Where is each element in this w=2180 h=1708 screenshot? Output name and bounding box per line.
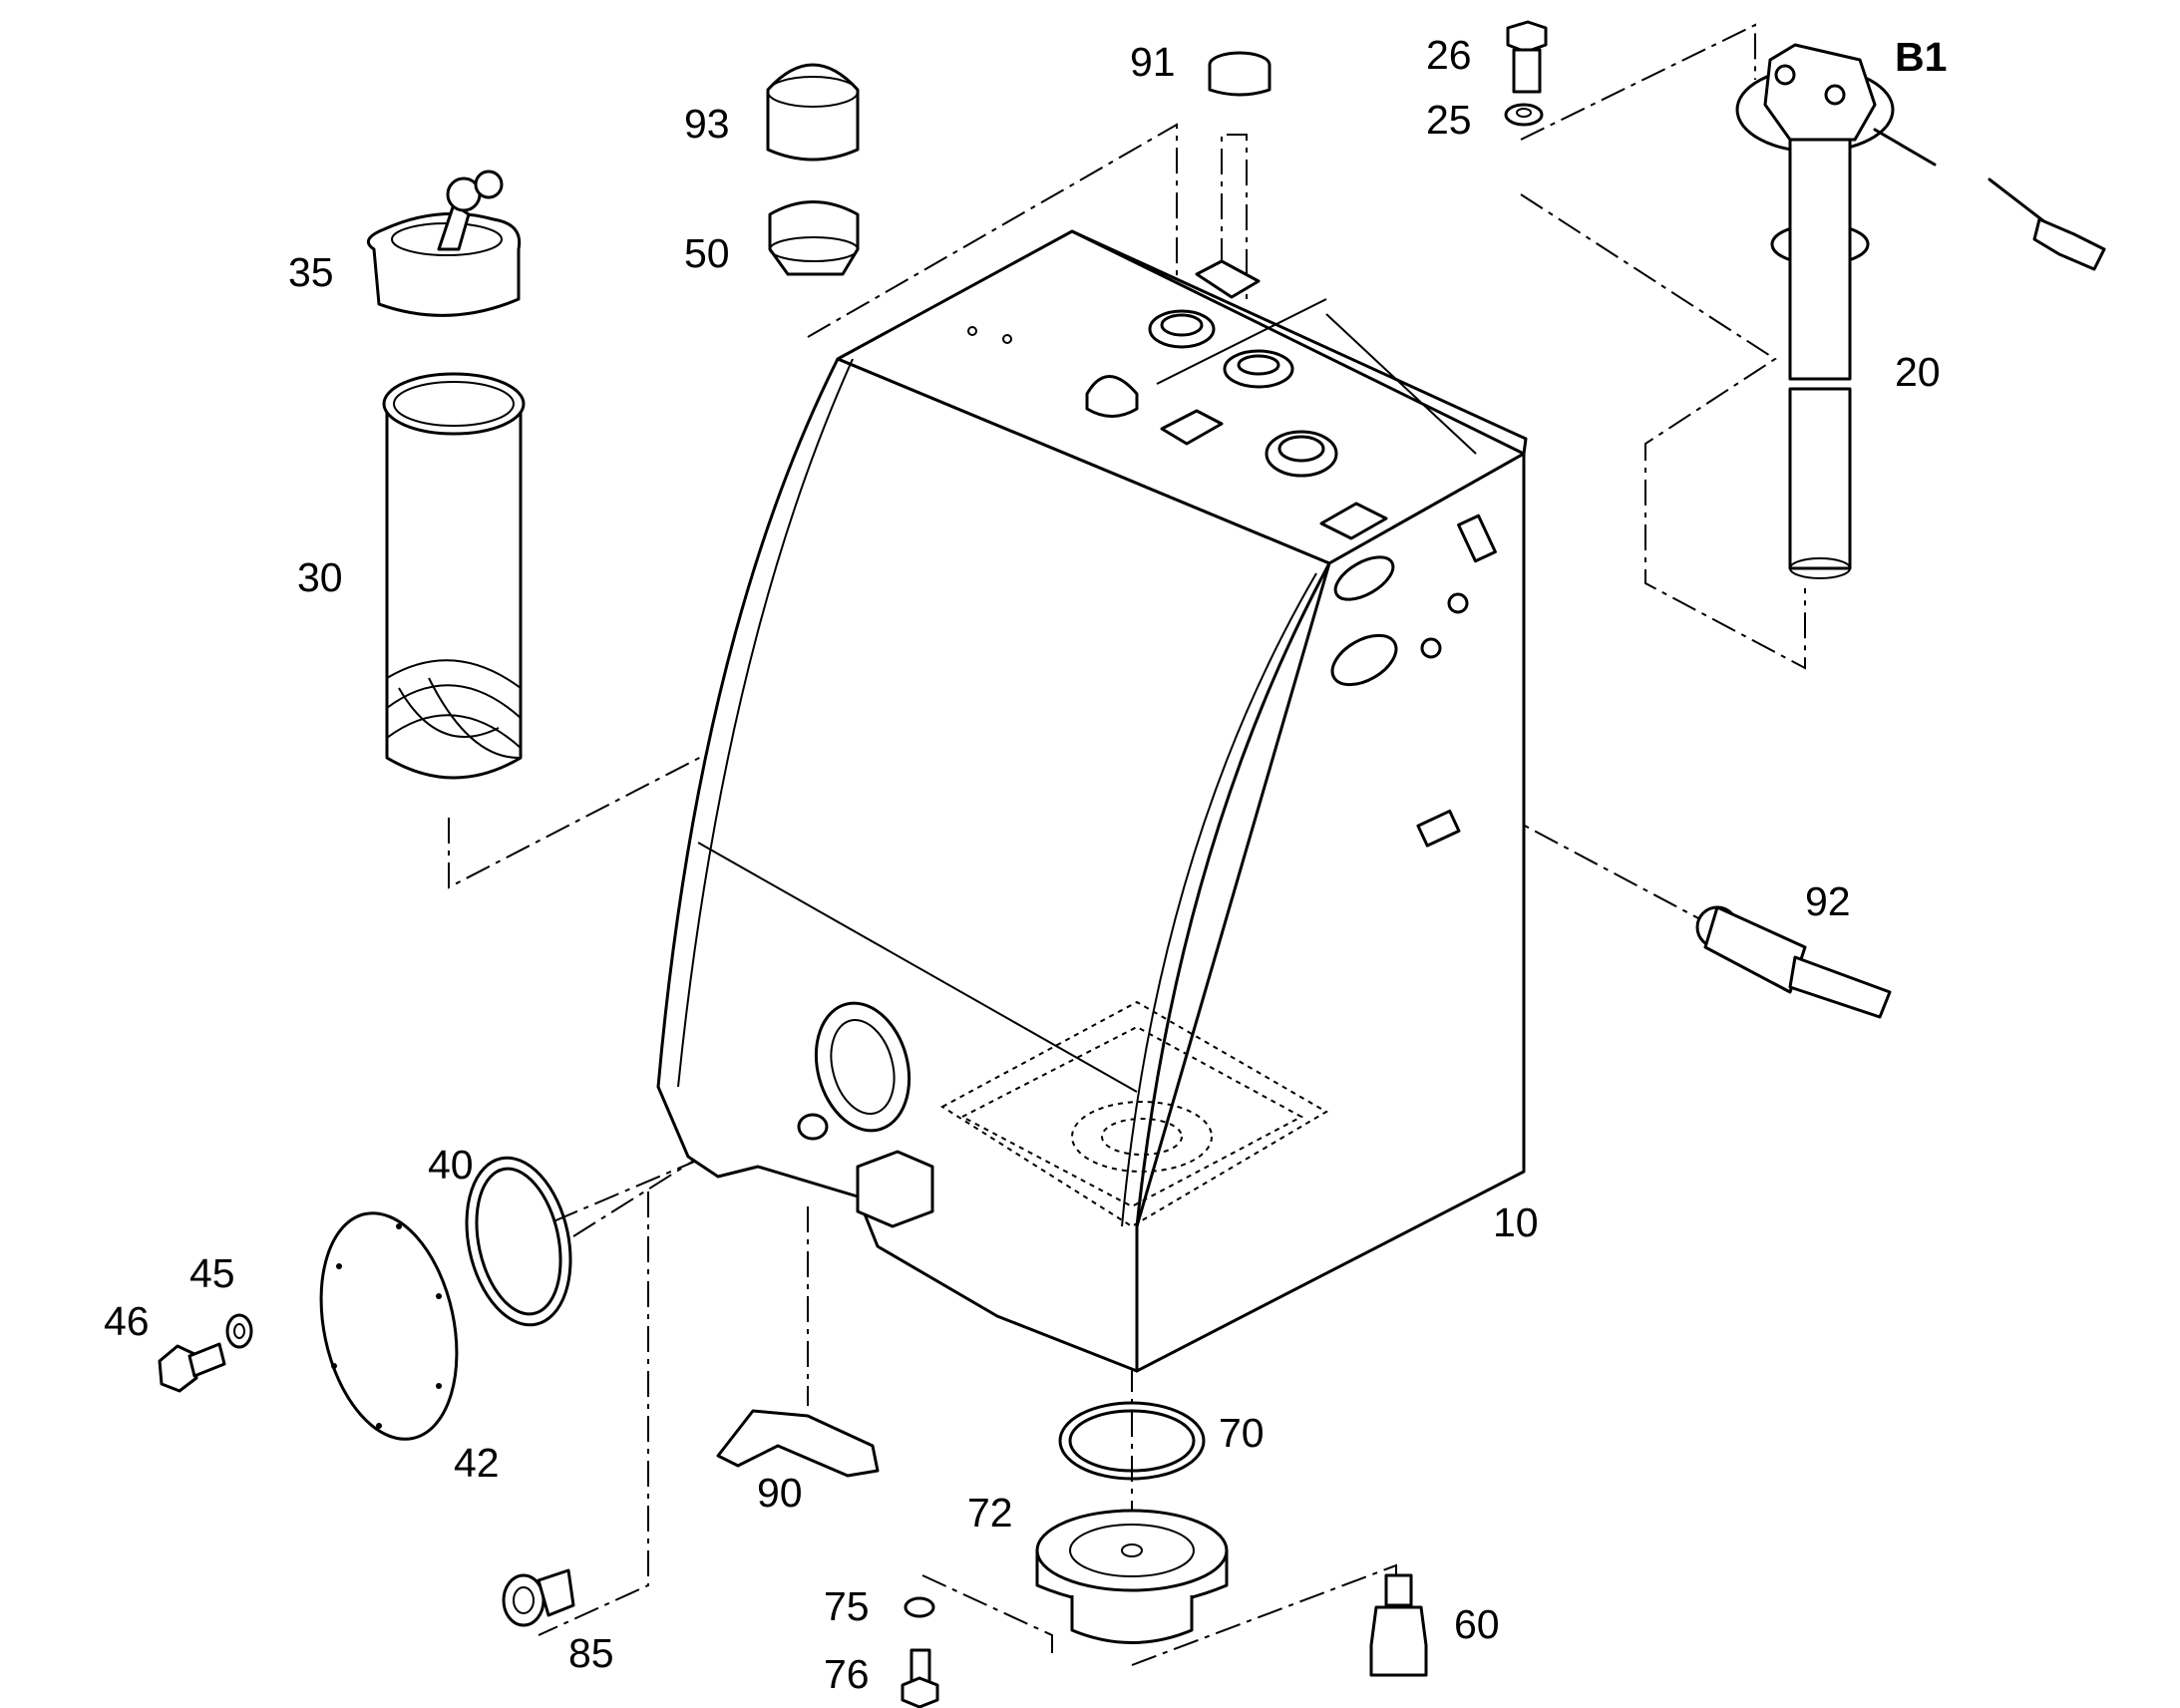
fuel-tank-body <box>656 229 1528 1373</box>
callout-72: 72 <box>967 1490 1013 1536</box>
part-91-cap <box>1208 51 1272 97</box>
part-50-plug <box>768 200 860 276</box>
part-85-drain-plug <box>502 1568 575 1627</box>
callout-20: 20 <box>1895 349 1941 395</box>
part-25-washer <box>1504 103 1544 127</box>
callout-30: 30 <box>297 554 343 600</box>
callout-70: 70 <box>1219 1410 1265 1456</box>
part-92-connector <box>1695 905 1892 1019</box>
part-60-fitting <box>1369 1573 1428 1677</box>
part-26-bolt <box>1506 20 1548 94</box>
callout-40: 40 <box>428 1142 474 1188</box>
callout-26: 26 <box>1426 32 1472 78</box>
callout-B1: B1 <box>1895 34 1947 80</box>
callout-42: 42 <box>454 1440 500 1486</box>
callout-90: 90 <box>757 1470 803 1516</box>
part-42-cover-plate <box>319 1211 459 1441</box>
callout-92: 92 <box>1805 878 1851 924</box>
callout-91: 91 <box>1130 39 1176 85</box>
part-93-dust-cap <box>766 63 860 162</box>
callout-50: 50 <box>684 230 730 276</box>
callout-10: 10 <box>1493 1199 1539 1245</box>
part-90-bracket <box>716 1409 880 1478</box>
part-20-fuel-level-sender <box>1735 43 2106 579</box>
part-40-o-ring <box>465 1156 572 1327</box>
part-75-washer <box>904 1596 935 1618</box>
part-76-bolt <box>901 1648 939 1708</box>
callout-45: 45 <box>189 1250 235 1296</box>
part-72-suction-flange <box>1035 1509 1229 1644</box>
callout-76: 76 <box>824 1651 870 1697</box>
callout-25: 25 <box>1426 97 1472 143</box>
callouts: 10 20 25 26 30 35 40 42 45 46 50 60 70 7… <box>104 32 1947 1697</box>
part-45-washer <box>225 1313 253 1349</box>
part-70-sealing-ring <box>1058 1401 1206 1481</box>
callout-85: 85 <box>568 1630 614 1676</box>
part-30-filler-strainer <box>382 372 526 780</box>
callout-46: 46 <box>104 1298 150 1344</box>
part-46-bolt <box>158 1342 226 1393</box>
callout-75: 75 <box>824 1583 870 1629</box>
callout-93: 93 <box>684 101 730 147</box>
callout-35: 35 <box>288 249 334 295</box>
part-35-locking-filler-cap <box>366 170 522 317</box>
callout-60: 60 <box>1454 1601 1500 1647</box>
